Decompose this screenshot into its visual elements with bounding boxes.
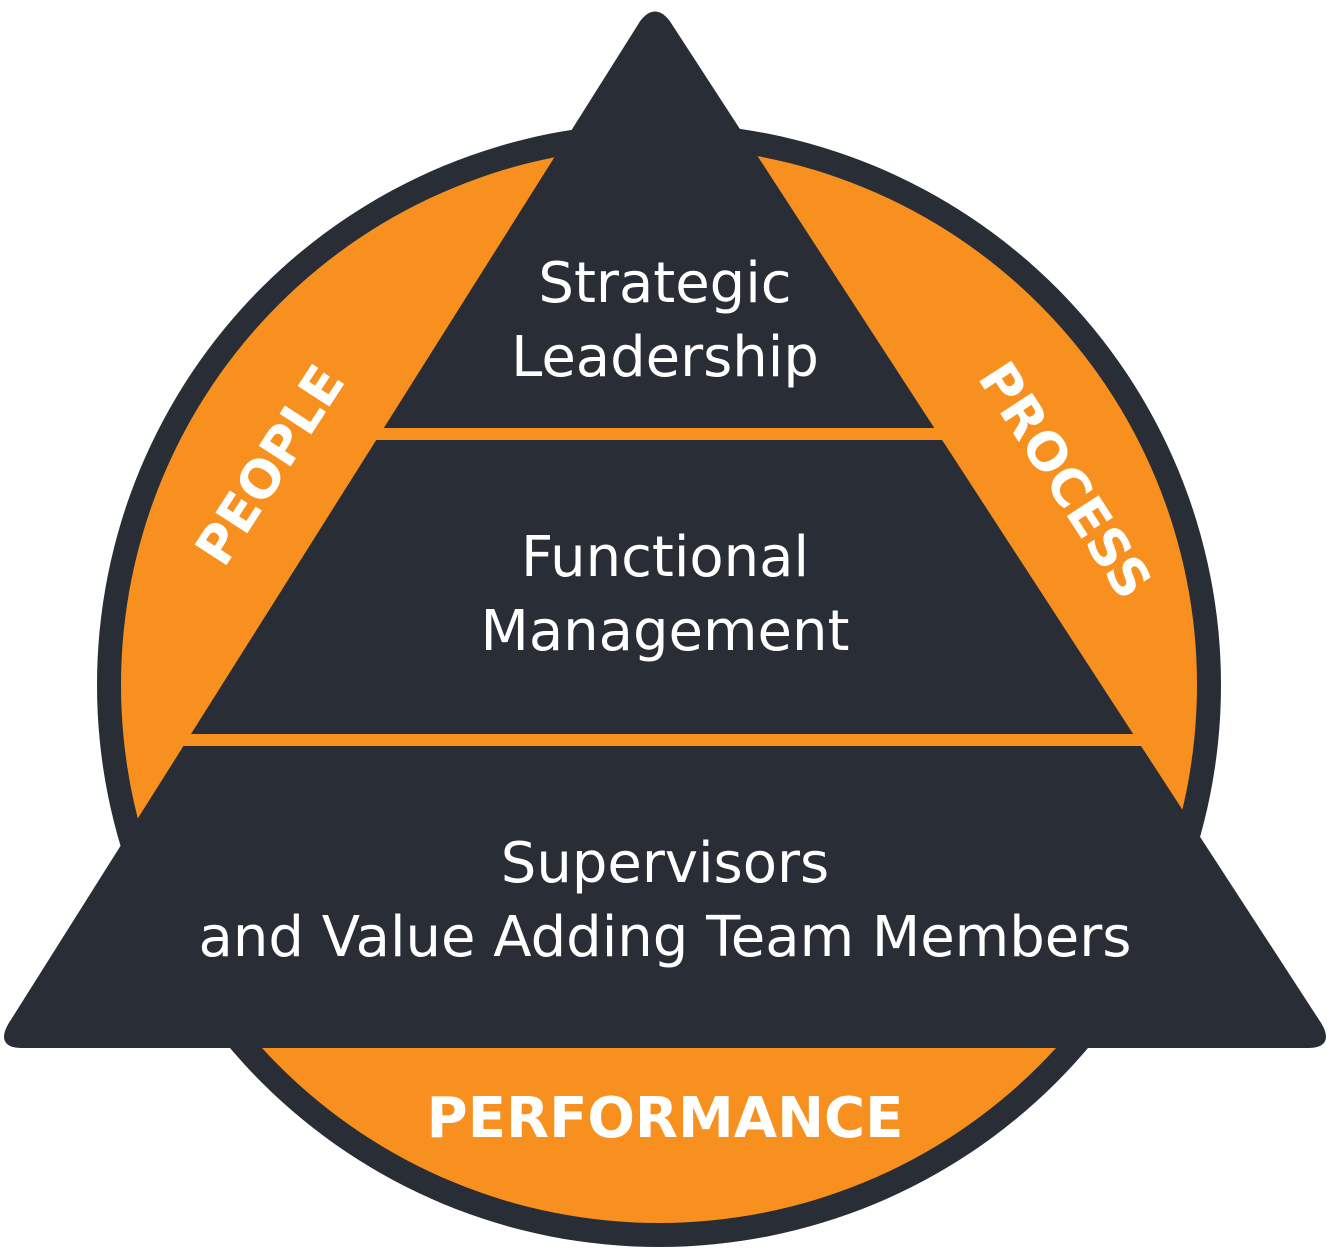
tier-divider-2 [175,734,1150,746]
tier-functional-management: Functional Management [481,525,850,664]
tier-strategic-leadership: Strategic Leadership [511,251,819,390]
tier-label-line: Leadership [511,325,819,390]
tier-label-line: Functional [521,525,809,590]
tier-label-line: Strategic [538,251,791,316]
tier-label-line: Management [481,599,850,664]
tier-supervisors: Supervisors and Value Adding Team Member… [199,831,1132,970]
label-performance: PERFORMANCE [427,1086,904,1151]
pyramid [4,11,1326,1048]
tier-label-line: and Value Adding Team Members [199,905,1132,970]
tier-label-line: Supervisors [501,831,829,896]
tier-divider-1 [370,428,950,440]
